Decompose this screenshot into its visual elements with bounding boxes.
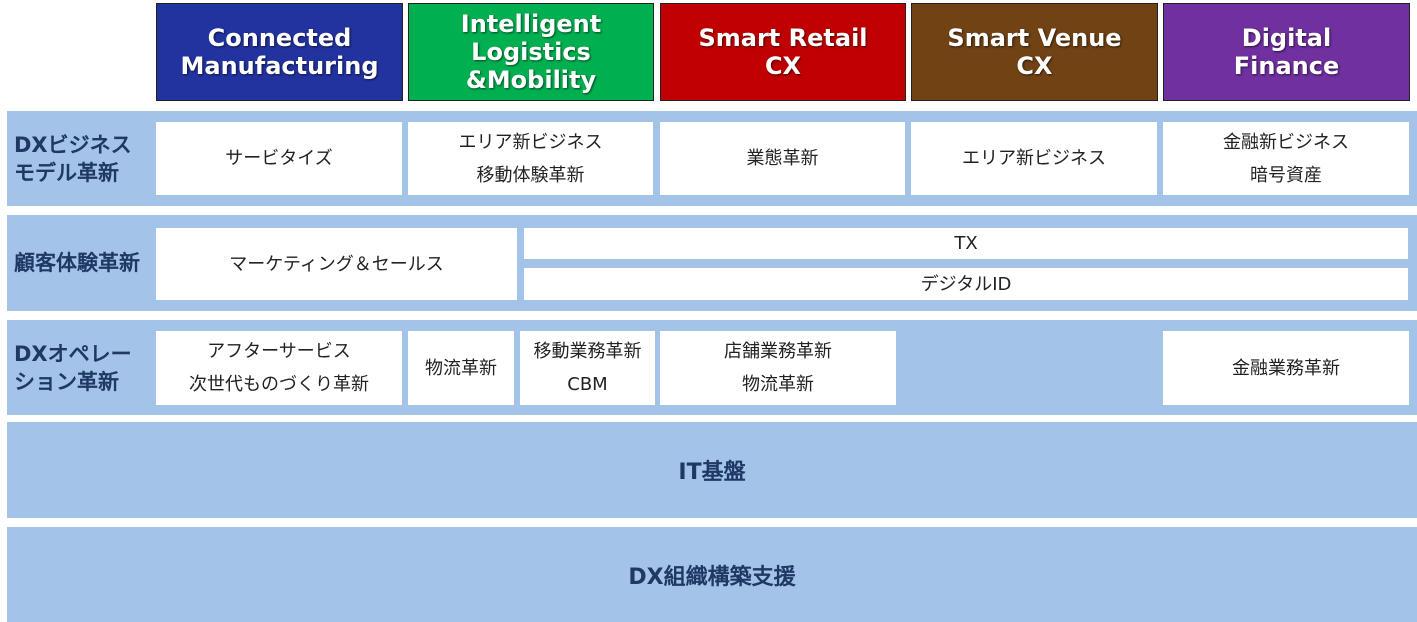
cell: TX [524,228,1408,259]
cell: 金融業務革新 [1163,331,1409,405]
cell: マーケティング＆セールス [156,228,517,300]
cell: 店舗業務革新 物流革新 [660,331,896,405]
row-label-operations: DXオペレー ション革新 [14,341,132,394]
row-label-business-model: DXビジネス モデル革新 [14,132,132,185]
band-it-foundation: IT基盤 [7,422,1417,518]
cell: デジタルID [524,268,1408,300]
it-foundation-label: IT基盤 [678,460,746,485]
cell: 移動業務革新 CBM [520,331,655,405]
cell: アフターサービス 次世代ものづくり革新 [156,331,402,405]
header-smart-venue: Smart Venue CX [911,3,1158,101]
cell: エリア新ビジネス [911,122,1157,195]
cell: 金融新ビジネス 暗号資産 [1163,122,1409,195]
org-support-label: DX組織構築支援 [628,564,796,590]
cell: 物流革新 [408,331,514,405]
row-label-customer-experience: 顧客体験革新 [14,251,140,275]
band-org-support: DX組織構築支援 [7,527,1417,622]
cell: サービタイズ [156,122,402,195]
cell: 業態革新 [660,122,905,195]
header-connected-manufacturing: Connected Manufacturing [156,3,403,101]
header-smart-retail: Smart Retail CX [660,3,906,101]
header-digital-finance: Digital Finance [1163,3,1410,101]
cell: エリア新ビジネス 移動体験革新 [408,122,653,195]
header-intelligent-logistics: Intelligent Logistics &Mobility [408,3,654,101]
